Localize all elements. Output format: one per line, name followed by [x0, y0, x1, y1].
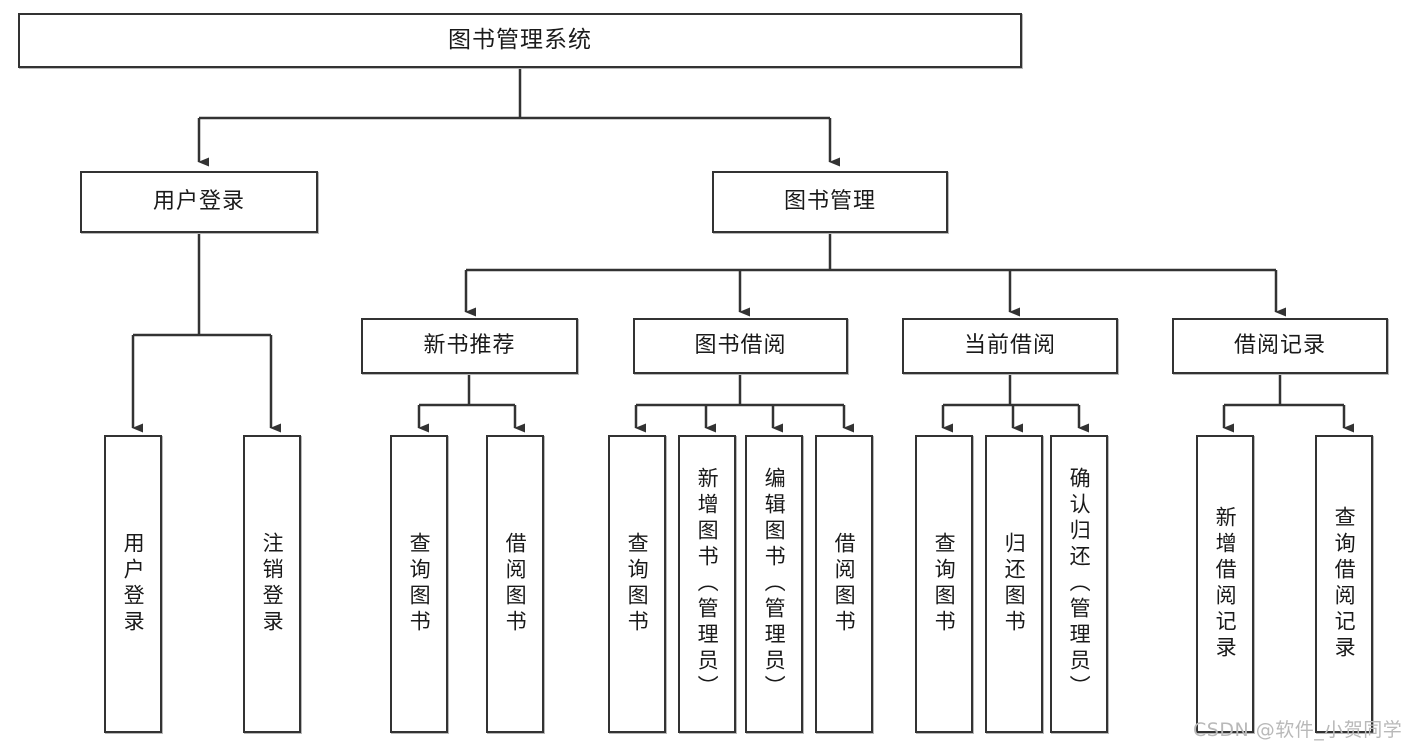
leaf-logout[interactable]: 注销登录	[243, 435, 301, 733]
leaf-query-borrow-record[interactable]: 查询借阅记录	[1315, 435, 1373, 733]
leaf-user-login-label: 用户登录	[121, 532, 146, 636]
leaf-edit-book-admin-label: 编辑图书（管理员）	[762, 467, 787, 701]
node-book-borrow-label: 图书借阅	[694, 333, 787, 359]
node-user-login-label: 用户登录	[152, 189, 245, 215]
leaf-add-book-admin[interactable]: 新增图书（管理员）	[678, 435, 736, 733]
leaf-borrow-book-bb-label: 借阅图书	[832, 532, 857, 636]
node-borrow-record-label: 借阅记录	[1233, 333, 1326, 359]
leaf-confirm-return-admin[interactable]: 确认归还（管理员）	[1050, 435, 1108, 733]
leaf-query-book-cb[interactable]: 查询图书	[915, 435, 973, 733]
node-new-book-recommend[interactable]: 新书推荐	[361, 318, 578, 374]
watermark-text: CSDN @软件_小贺同学	[1193, 719, 1403, 741]
leaf-query-borrow-record-label: 查询借阅记录	[1332, 506, 1357, 662]
node-root[interactable]: 图书管理系统	[18, 13, 1022, 68]
leaf-query-book-bb-label: 查询图书	[625, 532, 650, 636]
node-root-label: 图书管理系统	[448, 27, 592, 54]
leaf-borrow-book-nb[interactable]: 借阅图书	[486, 435, 544, 733]
leaf-query-book-nb[interactable]: 查询图书	[390, 435, 448, 733]
node-book-management[interactable]: 图书管理	[712, 171, 948, 233]
leaf-add-borrow-record-label: 新增借阅记录	[1213, 506, 1238, 662]
leaf-add-book-admin-label: 新增图书（管理员）	[695, 467, 720, 701]
node-current-borrow[interactable]: 当前借阅	[902, 318, 1118, 374]
leaf-logout-label: 注销登录	[260, 532, 285, 636]
node-book-borrow[interactable]: 图书借阅	[633, 318, 848, 374]
leaf-add-borrow-record[interactable]: 新增借阅记录	[1196, 435, 1254, 733]
leaf-return-book[interactable]: 归还图书	[985, 435, 1043, 733]
leaf-query-book-cb-label: 查询图书	[932, 532, 957, 636]
leaf-confirm-return-admin-label: 确认归还（管理员）	[1067, 467, 1092, 701]
leaf-edit-book-admin[interactable]: 编辑图书（管理员）	[745, 435, 803, 733]
leaf-user-login[interactable]: 用户登录	[104, 435, 162, 733]
node-new-book-recommend-label: 新书推荐	[423, 333, 516, 359]
leaf-borrow-book-nb-label: 借阅图书	[503, 532, 528, 636]
leaf-query-book-nb-label: 查询图书	[407, 532, 432, 636]
node-borrow-record[interactable]: 借阅记录	[1172, 318, 1388, 374]
leaf-borrow-book-bb[interactable]: 借阅图书	[815, 435, 873, 733]
node-user-login[interactable]: 用户登录	[80, 171, 318, 233]
node-book-management-label: 图书管理	[783, 189, 876, 215]
leaf-query-book-bb[interactable]: 查询图书	[608, 435, 666, 733]
node-current-borrow-label: 当前借阅	[963, 333, 1056, 359]
leaf-return-book-label: 归还图书	[1002, 532, 1027, 636]
